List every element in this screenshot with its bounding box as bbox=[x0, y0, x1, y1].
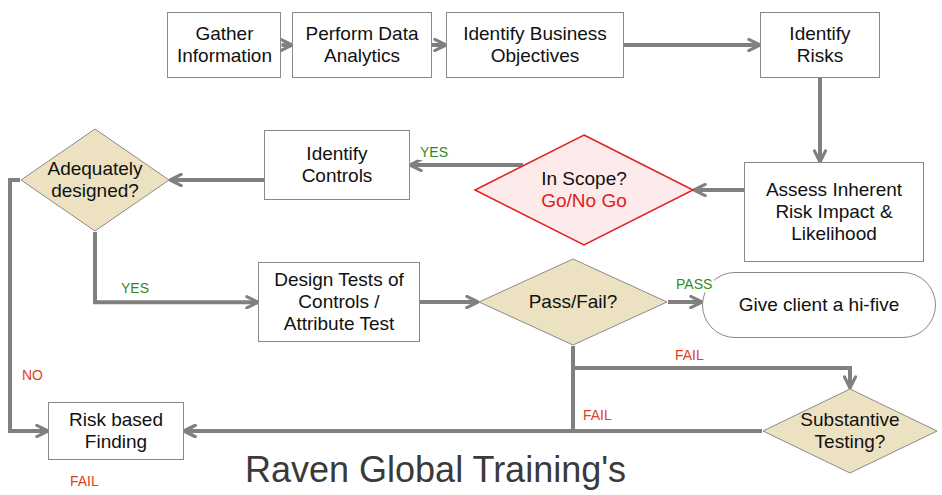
decision-text: In Scope? bbox=[541, 168, 627, 190]
decision-diamond: Pass/Fail? bbox=[478, 258, 668, 346]
text-wrap: Design Tests of Controls / Attribute Tes… bbox=[267, 269, 411, 335]
text-holder: Assess Inherent Risk Impact & Likelihood bbox=[745, 163, 923, 261]
box-text: Identify Controls bbox=[273, 143, 401, 187]
watermark-text: Raven Global Training's bbox=[245, 450, 626, 490]
flow-connector bbox=[573, 346, 850, 388]
text-holder: Gather Information bbox=[168, 13, 280, 77]
text-wrap: Identify Risks bbox=[769, 23, 871, 67]
text-holder: Risk based Finding bbox=[49, 403, 183, 459]
decision-text: Pass/Fail? bbox=[529, 291, 618, 313]
box-text: Give client a hi-five bbox=[739, 294, 900, 316]
text-wrap: Gather Information bbox=[176, 23, 272, 67]
diamond-shape bbox=[21, 129, 169, 231]
terminal-box: Give client a hi-five bbox=[702, 272, 936, 338]
text-holder: Identify Business Objectives bbox=[447, 13, 623, 77]
flow-connector bbox=[694, 188, 744, 192]
text-wrap: Give client a hi-five bbox=[739, 294, 900, 316]
flow-connector bbox=[668, 300, 702, 304]
flow-connector bbox=[410, 163, 523, 167]
process-box: Perform Data Analytics bbox=[292, 12, 432, 78]
text-holder: Give client a hi-five bbox=[703, 273, 935, 337]
text-wrap: Adequately designed? bbox=[43, 158, 148, 202]
text-wrap: Identify Controls bbox=[273, 143, 401, 187]
flow-connector bbox=[170, 178, 264, 182]
decision-text: Adequately designed? bbox=[43, 158, 148, 202]
text-holder: Perform Data Analytics bbox=[293, 13, 431, 77]
text-holder: Identify Controls bbox=[265, 131, 409, 199]
edge-label: PASS bbox=[674, 277, 714, 292]
flow-connector bbox=[184, 429, 762, 433]
process-box: Assess Inherent Risk Impact & Likelihood bbox=[744, 162, 924, 262]
flow-connector bbox=[95, 232, 258, 302]
decision-diamond: Substantive Testing? bbox=[762, 388, 938, 474]
edge-label: FAIL bbox=[581, 408, 614, 423]
decision-diamond: In Scope?Go/No Go bbox=[474, 134, 694, 246]
process-box: Identify Risks bbox=[760, 12, 880, 78]
flow-connector bbox=[420, 300, 478, 304]
text-wrap: Pass/Fail? bbox=[529, 291, 618, 313]
text-wrap: Identify Business Objectives bbox=[455, 23, 615, 67]
outcome-label: FAIL bbox=[70, 474, 99, 489]
text-wrap: Perform Data Analytics bbox=[301, 23, 423, 67]
flow-connector bbox=[818, 78, 822, 162]
text-wrap: Risk based Finding bbox=[57, 409, 175, 453]
process-box: Identify Controls bbox=[264, 130, 410, 200]
text-holder: Identify Risks bbox=[761, 13, 879, 77]
text-holder: Pass/Fail? bbox=[478, 258, 668, 346]
diamond-shape bbox=[763, 389, 937, 473]
process-box: Identify Business Objectives bbox=[446, 12, 624, 78]
text-wrap: In Scope?Go/No Go bbox=[541, 168, 627, 212]
diamond-shape bbox=[475, 135, 693, 245]
edge-label: YES bbox=[119, 281, 151, 296]
flow-connector bbox=[624, 43, 760, 47]
process-box: Design Tests of Controls / Attribute Tes… bbox=[258, 262, 420, 342]
process-box: Risk based Finding bbox=[48, 402, 184, 460]
box-text: Perform Data Analytics bbox=[301, 23, 423, 67]
flow-connector bbox=[432, 43, 446, 47]
text-holder: Adequately designed? bbox=[20, 128, 170, 232]
decision-text: Substantive Testing? bbox=[788, 409, 911, 453]
edge-label: NO bbox=[20, 368, 45, 383]
text-holder: Substantive Testing? bbox=[762, 388, 938, 474]
edge-label: YES bbox=[418, 145, 450, 160]
flow-connector bbox=[10, 180, 48, 431]
text-wrap: Substantive Testing? bbox=[788, 409, 911, 453]
decision-text: Go/No Go bbox=[541, 190, 627, 212]
text-holder: In Scope?Go/No Go bbox=[474, 134, 694, 246]
text-holder: Design Tests of Controls / Attribute Tes… bbox=[259, 263, 419, 341]
box-text: Risk based Finding bbox=[57, 409, 175, 453]
box-text: Assess Inherent Risk Impact & Likelihood bbox=[753, 179, 915, 245]
diamond-shape bbox=[479, 259, 667, 345]
text-wrap: Assess Inherent Risk Impact & Likelihood bbox=[753, 179, 915, 245]
box-text: Identify Risks bbox=[769, 23, 871, 67]
decision-diamond: Adequately designed? bbox=[20, 128, 170, 232]
flow-connector bbox=[184, 346, 573, 431]
box-text: Gather Information bbox=[176, 23, 272, 67]
flow-connector bbox=[281, 43, 292, 47]
box-text: Design Tests of Controls / Attribute Tes… bbox=[267, 269, 411, 335]
edge-label: FAIL bbox=[673, 348, 706, 363]
connector-group bbox=[10, 45, 850, 431]
box-text: Identify Business Objectives bbox=[455, 23, 615, 67]
process-box: Gather Information bbox=[167, 12, 281, 78]
